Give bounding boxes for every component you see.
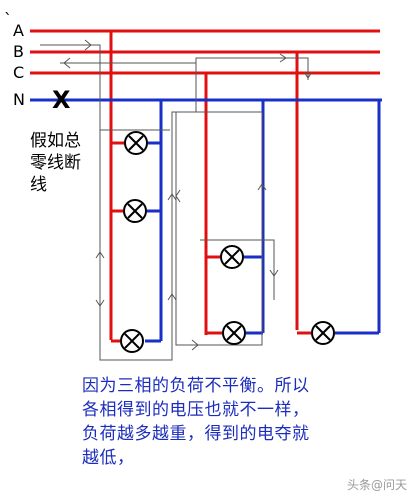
watermark: 头条@问天 [346, 478, 407, 492]
caption-line-1: 因为三相的负荷不平衡。所以 [82, 376, 310, 396]
caption-line-2: 各相得到的电压也就不一样， [82, 400, 310, 420]
neutral-wires [30, 98, 382, 343]
current-path [40, 39, 313, 361]
phase-wires [30, 29, 380, 343]
note-left-line-2: 零线断 [30, 153, 81, 173]
lamp-1 [124, 131, 148, 155]
label-phase-c: C [13, 63, 25, 82]
label-phase-a: A [13, 21, 24, 40]
note-left-line-3: 线 [30, 175, 47, 195]
note-left: 假如总 零线断 线 [30, 130, 81, 196]
break-mark: X [52, 86, 71, 114]
caption-line-3: 负荷越多越重，得到的电夺就 [82, 424, 310, 444]
caption: 因为三相的负荷不平衡。所以 各相得到的电压也就不一样， 负荷越多越重，得到的电夺… [82, 374, 310, 470]
lamp-3 [120, 329, 144, 353]
caption-line-4: 越低， [82, 448, 135, 468]
lamp-6 [311, 321, 335, 345]
label-neutral: N [13, 90, 25, 109]
lamp-2 [123, 199, 147, 223]
label-phase-b: B [13, 42, 24, 61]
lamp-5 [222, 321, 246, 345]
note-left-line-1: 假如总 [30, 131, 81, 151]
lamps [120, 131, 335, 353]
lamp-4 [220, 245, 244, 269]
corner-tick: ` [4, 10, 12, 29]
